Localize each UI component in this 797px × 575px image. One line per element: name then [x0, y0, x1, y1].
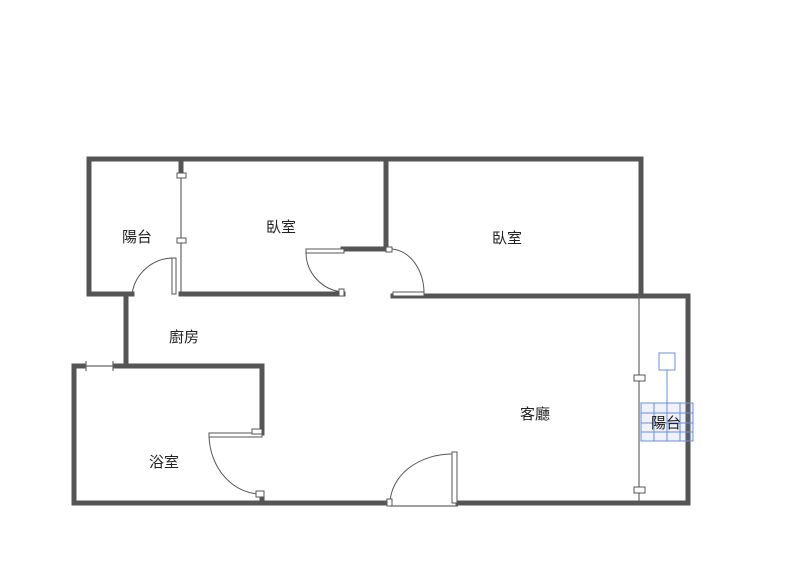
- window-mark-living-bottom: [633, 486, 646, 494]
- label-kitchen: 廚房: [169, 328, 199, 346]
- label-bedroom-large: 臥室: [492, 229, 522, 247]
- door-bedroom-small: [305, 248, 345, 297]
- window-mark-balcony-mid: [176, 237, 187, 244]
- walls: [71, 156, 691, 506]
- selection-overlay[interactable]: [640, 352, 694, 442]
- windows: [85, 172, 646, 494]
- doors: [131, 246, 458, 507]
- room-labels: 陽台 臥室 臥室 廚房 浴室 客廳 陽台: [122, 218, 681, 471]
- label-balcony-top: 陽台: [122, 228, 152, 246]
- door-bedroom-large: [385, 246, 425, 297]
- door-balcony: [131, 257, 177, 295]
- window-mark-balcony-top: [176, 172, 187, 179]
- rotate-handle[interactable]: [658, 352, 676, 371]
- window-mark-living-top: [633, 374, 646, 382]
- label-balcony-right[interactable]: 陽台: [651, 414, 681, 432]
- label-bedroom-small: 臥室: [266, 218, 296, 236]
- door-entrance: [386, 451, 458, 507]
- label-bathroom: 浴室: [149, 453, 179, 471]
- label-living-room: 客廳: [520, 405, 550, 423]
- door-bathroom: [208, 428, 265, 498]
